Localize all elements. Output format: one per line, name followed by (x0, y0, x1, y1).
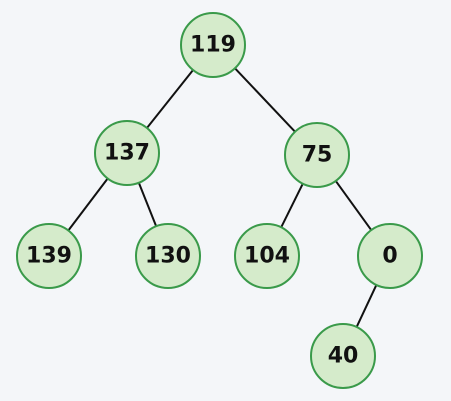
node-value: 0 (382, 244, 397, 269)
node-circle (180, 12, 246, 78)
node-value: 137 (104, 141, 150, 166)
node-circle (310, 323, 376, 389)
node-value: 130 (145, 244, 191, 269)
tree-edges (67, 67, 378, 328)
tree-edge (334, 180, 373, 231)
tree-node-right-right-left: 40 (310, 323, 376, 389)
tree-node-left-right: 130 (135, 223, 201, 289)
tree-edge (137, 182, 158, 227)
tree-node-left-left: 139 (16, 223, 82, 289)
tree-node-root-right: 75 (284, 122, 350, 188)
node-value: 139 (26, 244, 72, 269)
tree-node-right-left: 104 (234, 223, 300, 289)
node-circle (135, 223, 201, 289)
node-value: 75 (302, 143, 333, 168)
node-circle (234, 223, 300, 289)
tree-edge (67, 177, 109, 232)
node-circle (16, 223, 82, 289)
tree-edge (280, 183, 304, 228)
tree-node-root-left: 137 (94, 120, 160, 186)
node-value: 104 (244, 244, 290, 269)
tree-edge (234, 67, 296, 133)
tree-edge (146, 69, 194, 129)
tree-edge (355, 284, 378, 328)
node-circle (284, 122, 350, 188)
node-circle (94, 120, 160, 186)
node-circle (357, 223, 423, 289)
tree-node-right-right: 0 (357, 223, 423, 289)
tree-node-root: 119 (180, 12, 246, 78)
node-value: 40 (328, 344, 359, 369)
node-value: 119 (190, 33, 236, 58)
